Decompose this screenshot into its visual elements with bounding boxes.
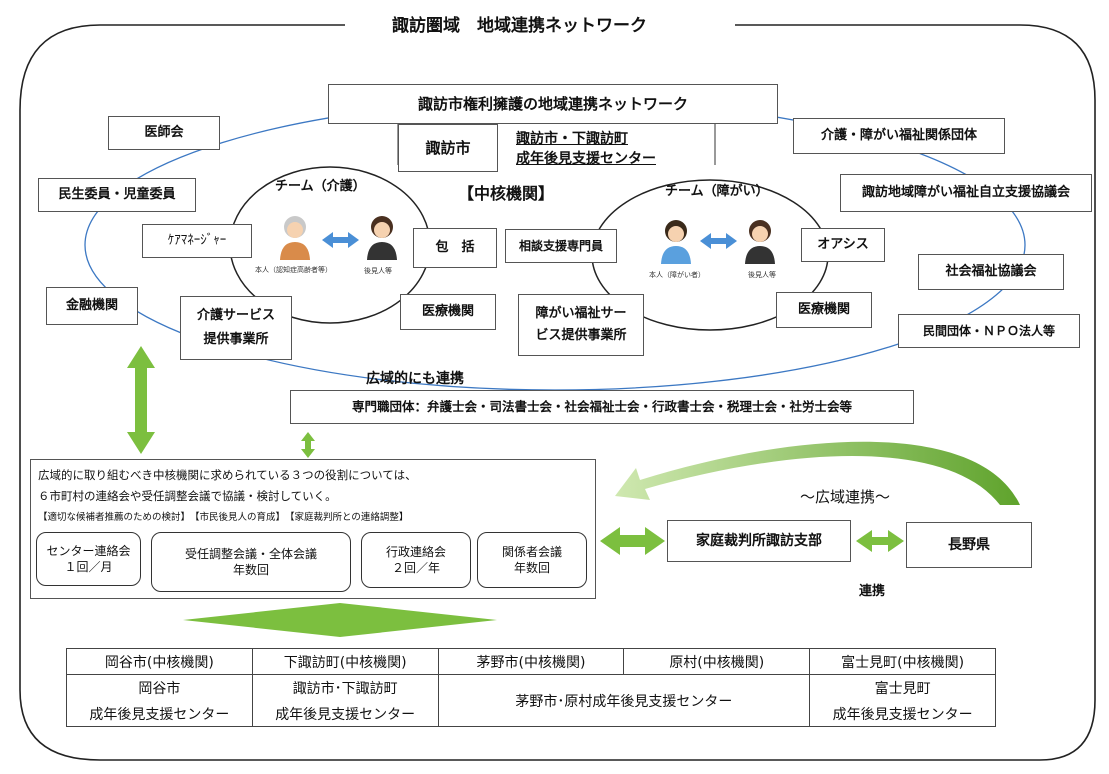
shogai-service-line1: 障がい福祉サー: [535, 306, 627, 322]
kaigo-service-box: 介護サービス 提供事業所: [180, 296, 292, 360]
person-caption: 本人（認知症高齢者等）: [255, 266, 332, 274]
professional-groups-box: 専門職団体：弁護士会・司法書士会・社会福祉士会・行政書士会・税理士会・社労士会等: [290, 390, 914, 424]
elderly-person-icon: [280, 216, 310, 260]
person-caption: 後見人等: [364, 267, 392, 275]
municipality-table: 岡谷市(中核機関) 下諏訪町(中核機関) 茅野市(中核機関) 原村(中核機関) …: [66, 648, 996, 727]
meeting-juninchousei: 受任調整会議・全体会議 年数回: [151, 532, 351, 592]
cell-line: 諏訪市･下諏訪町: [292, 680, 398, 697]
meeting-freq: 年数回: [232, 563, 269, 577]
table-header: 下諏訪町(中核機関): [251, 648, 439, 675]
team-care-label: チーム（介護）: [275, 179, 366, 194]
kaigo-shogai-box: 介護・障がい福祉関係団体: [793, 118, 1005, 154]
renkei-label: 連携: [859, 584, 886, 599]
guardian-icon: [745, 220, 775, 264]
core-agency-label: 【中核機関】: [458, 184, 555, 203]
wide-link-label: ～広域連携～: [800, 488, 891, 506]
regional-coordination-box: 広域的に取り組むべき中核機関に求められている３つの役割については、 ６市町村の連…: [30, 459, 596, 599]
table-cell: 諏訪市･下諏訪町 成年後見支援センター: [251, 674, 439, 727]
meeting-name: 行政連絡会: [385, 544, 446, 559]
wide-area-label: 広域的にも連携: [366, 371, 464, 387]
meeting-center: センター連絡会 １回／月: [36, 532, 141, 586]
diagram-title: 諏訪圏域 地域連携ネットワーク: [392, 16, 647, 36]
person-caption: 後見人等: [748, 271, 776, 279]
meeting-freq: １回／月: [64, 560, 113, 574]
meeting-freq: ２回／年: [391, 561, 440, 575]
table-header: 原村(中核機関): [623, 648, 811, 675]
cell-line: 成年後見支援センター: [275, 706, 416, 723]
regional-roles: 【適切な候補者推薦のための検討】 【市民後見人の育成】 【家庭裁判所との連絡調整…: [38, 512, 409, 523]
suwa-jiritsu-box: 諏訪地域障がい福祉自立支援協議会: [840, 174, 1092, 212]
kinyu-box: 金融機関: [46, 287, 138, 325]
ishikai-box: 医師会: [108, 116, 220, 150]
shogai-service-line2: ビス提供事業所: [535, 328, 627, 343]
soudan-box: 相談支援専門員: [505, 229, 617, 263]
minsei-box: 民生委員・児童委員: [38, 178, 196, 212]
shakyo-box: 社会福祉協議会: [918, 254, 1064, 290]
table-header: 富士見町(中核機関): [809, 648, 996, 675]
suwa-center-line2: 成年後見支援センター: [516, 151, 656, 167]
cell-line: 富士見町: [874, 680, 931, 697]
meeting-name: 関係者会議: [501, 544, 562, 559]
suwa-city-box: 諏訪市: [398, 124, 498, 172]
table-cell: 岡谷市 成年後見支援センター: [66, 674, 253, 727]
shogai-service-box: 障がい福祉サー ビス提供事業所: [518, 294, 644, 356]
iryo-box-2: 医療機関: [776, 292, 872, 328]
meeting-name: センター連絡会: [46, 543, 131, 558]
suwa-center-box: 諏訪市・下諏訪町 成年後見支援センター: [498, 124, 715, 172]
team-disability-label: チーム（障がい）: [665, 184, 769, 199]
prefecture-box: 長野県: [906, 522, 1032, 568]
disabled-person-icon: [661, 220, 691, 264]
npo-box: 民間団体・ＮＰＯ法人等: [898, 314, 1080, 348]
care-manager-box: ｹｱﾏﾈｰｼﾞｬｰ: [142, 224, 252, 258]
cell-line: 成年後見支援センター: [832, 706, 973, 723]
meeting-gyousei: 行政連絡会 ２回／年: [361, 532, 471, 588]
cell-line: 成年後見支援センター: [89, 706, 230, 723]
meeting-name: 受任調整会議・全体会議: [184, 546, 317, 561]
court-box: 家庭裁判所諏訪支部: [667, 520, 851, 562]
cell-line: 岡谷市: [138, 680, 181, 697]
person-caption: 本人（障がい者）: [649, 271, 705, 279]
regional-text-line1: 広域的に取り組むべき中核機関に求められている３つの役割については、: [38, 468, 417, 482]
meeting-freq: 年数回: [513, 561, 550, 575]
houkatsu-box: 包 括: [413, 228, 497, 268]
suwa-network-header: 諏訪市権利擁護の地域連携ネットワーク: [328, 84, 778, 124]
iryo-box-1: 医療機関: [400, 294, 496, 330]
regional-text-line2: ６市町村の連絡会や受任調整会議で協議・検討していく。: [38, 489, 337, 503]
meeting-kankeisha: 関係者会議 年数回: [477, 532, 587, 588]
table-cell: 茅野市･原村成年後見支援センター: [437, 674, 811, 727]
guardian-icon: [367, 216, 397, 260]
table-header: 岡谷市(中核機関): [66, 648, 253, 675]
suwa-center-line1: 諏訪市・下諏訪町: [516, 131, 628, 147]
table-header: 茅野市(中核機関): [437, 648, 625, 675]
oasis-box: オアシス: [801, 228, 885, 262]
kaigo-service-line2: 提供事業所: [203, 332, 269, 347]
kaigo-service-line1: 介護サービス: [196, 308, 275, 324]
table-cell: 富士見町 成年後見支援センター: [809, 674, 996, 727]
